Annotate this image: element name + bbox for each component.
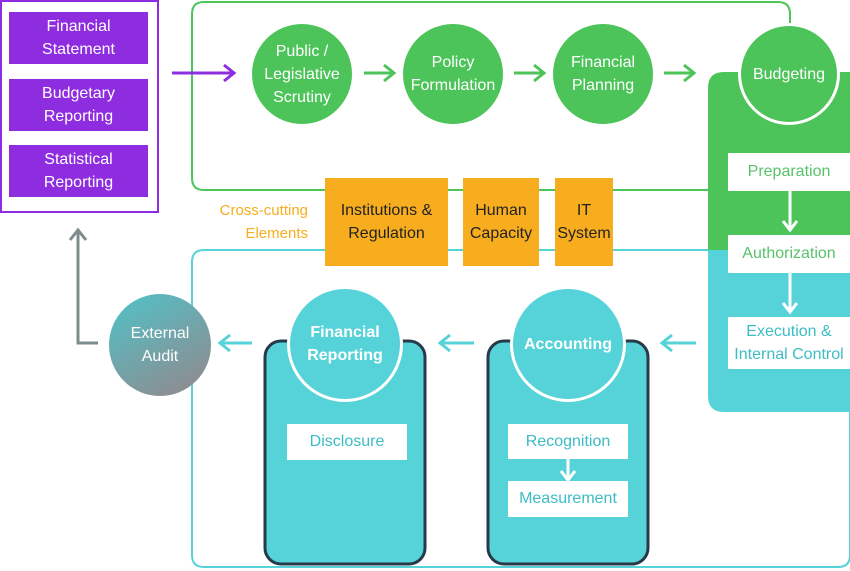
accounting-step-recognition: Recognition [508, 424, 628, 459]
external-audit-circle [109, 294, 211, 396]
cross-cutting-human-capacity: Human Capacity [463, 178, 539, 266]
financial-reporting-title-circle: Financial Reporting [287, 286, 403, 402]
cross-cutting-it-system: IT System [555, 178, 613, 266]
report-financial-statement: Financial Statement [9, 12, 148, 64]
accounting-loop-border [191, 249, 850, 568]
purple-arrow [172, 63, 237, 83]
planning-step-financial-planning: Financial Planning [553, 24, 653, 124]
planning-loop-border [191, 1, 791, 191]
green-arrows [364, 63, 697, 83]
accounting-step-arrow [559, 458, 577, 483]
financial-reporting-step-disclosure: Disclosure [287, 424, 407, 460]
budgeting-step-execution: Execution & Internal Control [728, 317, 850, 369]
report-budgetary-reporting: Budgetary Reporting [9, 79, 148, 131]
teal-arrows [217, 333, 696, 353]
cross-cutting-institutions: Institutions & Regulation [325, 178, 448, 266]
planning-step-public-scrutiny: Public / Legislative Scrutiny [252, 24, 352, 124]
accounting-title-circle: Accounting [510, 286, 626, 402]
budgeting-step-authorization: Authorization [728, 235, 850, 273]
budgeting-step-arrows [781, 190, 799, 315]
report-statistical-reporting: Statistical Reporting [9, 145, 148, 197]
accounting-step-measurement: Measurement [508, 481, 628, 517]
cross-cutting-label: Cross-cutting Elements [219, 202, 308, 242]
planning-step-policy-formulation: Policy Formulation [403, 24, 503, 124]
budgeting-step-preparation: Preparation [728, 153, 850, 191]
grey-arrow [68, 227, 98, 345]
reports-panel-border [0, 0, 159, 213]
budgeting-title-circle: Budgeting [738, 23, 840, 125]
external-audit-label: External Audit [130, 325, 190, 365]
